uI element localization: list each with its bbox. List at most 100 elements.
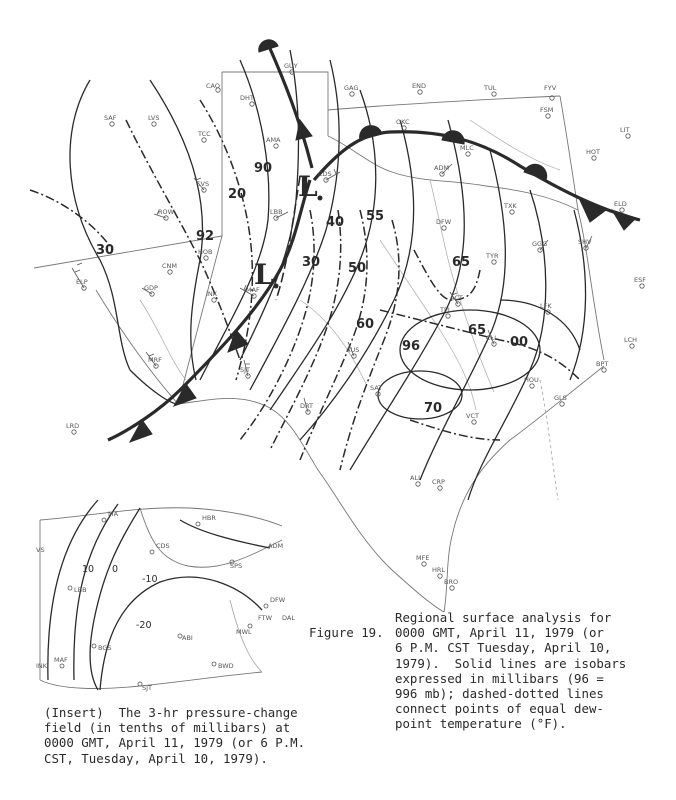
low-pressure-centers: L L [254, 170, 323, 291]
fronts [107, 39, 641, 443]
insert-station: BWD [218, 662, 234, 670]
station: TCC [197, 130, 211, 138]
dewpoint-label: 65 [452, 255, 470, 270]
station: LRD [66, 422, 79, 430]
insert-station: DAL [282, 614, 295, 622]
insert-caption: (Insert) The 3-hr pressure-change field … [44, 705, 305, 766]
insert-caption-line: (Insert) The 3-hr pressure-change [44, 705, 298, 720]
insert-station: BGS [98, 644, 112, 652]
dewpoint-label: 70 [424, 401, 442, 416]
figure-caption-line: 6 P.M. CST Tuesday, April 10, [395, 640, 612, 656]
insert-station: CDS [156, 542, 170, 550]
figure-caption-line: point temperature (°F). [395, 716, 567, 732]
isobar-labels: 90 92 96 00 [196, 161, 528, 354]
state-boundaries [33, 71, 605, 613]
station: ACT [450, 294, 463, 302]
station: GAG [344, 84, 358, 92]
isobars [69, 49, 587, 501]
insert-boundaries [39, 507, 283, 689]
dewpoint-label: 40 [326, 215, 344, 230]
station: GGG [532, 240, 547, 248]
insert-station: ABI [182, 634, 193, 642]
insert-station: HBR [202, 514, 216, 522]
station: LIT [620, 126, 630, 134]
low-center-north: L [298, 170, 318, 203]
station-ids: CAO DHT GUY GAG END TUL FYV FSM LIT HOT … [66, 62, 646, 586]
figure-caption-line: Regional surface analysis for [395, 610, 612, 625]
station: GLS [554, 394, 567, 402]
station: HRL [432, 566, 445, 574]
figure-label: Figure 19. [309, 625, 384, 640]
figure-caption-line: connect points of equal dew- [395, 701, 604, 717]
dewpoint-lines [29, 99, 581, 471]
isobar-label: 96 [402, 339, 420, 354]
dewpoint-label: 65 [468, 323, 486, 338]
insert-contour-label: 0 [112, 564, 118, 575]
station: CAO [206, 82, 220, 90]
figure-caption: Regional surface analysis for 0000 GMT, … [395, 610, 626, 732]
station: FSM [540, 106, 553, 114]
station: DFW [436, 218, 452, 226]
station: ELD [614, 200, 627, 208]
station: INK [206, 290, 218, 298]
station: ESF [634, 276, 646, 284]
station: CNM [162, 262, 177, 270]
insert-pressure-change-map: 10 0 -10 -20 MA HBR CDS ADM SPS DFW FTW … [36, 499, 295, 692]
insert-station: VS [36, 546, 45, 554]
station: ADM [434, 164, 449, 172]
isobar-label: 90 [254, 161, 272, 176]
station: SAT [370, 384, 382, 392]
dewpoint-labels: 20 30 30 40 50 55 60 65 65 70 [96, 187, 486, 416]
station: LVS [148, 114, 159, 122]
station: DHT [240, 94, 254, 102]
station: MFE [416, 554, 429, 562]
insert-station: DFW [270, 596, 286, 604]
station: END [412, 82, 426, 90]
isobar-label: 92 [196, 229, 214, 244]
insert-station: ADM [268, 542, 283, 550]
figure-caption-line: 0000 GMT, April 11, 1979 (or [395, 625, 604, 641]
insert-station: MWL [236, 628, 252, 636]
station: SJT [240, 366, 250, 374]
station: MRF [148, 356, 162, 364]
station-markers [71, 69, 645, 591]
figure-caption-line: expressed in millibars (96 = [395, 670, 604, 686]
station: AUS [346, 346, 359, 354]
figure-caption-line: 1979). Solid lines are isobars [395, 655, 627, 671]
station: GUY [284, 62, 298, 70]
station: OKC [396, 118, 410, 126]
station: BRO [444, 578, 458, 586]
low-center-south: L [254, 258, 274, 291]
station: VCT [466, 412, 479, 420]
station: BPT [596, 360, 608, 368]
figure-label-text: Figure 19. [309, 625, 384, 640]
insert-contour-label: -20 [136, 620, 152, 631]
station: HOT [586, 148, 600, 156]
station: LCH [624, 336, 637, 344]
station: GDP [144, 284, 158, 292]
insert-contours [47, 499, 271, 691]
station: AMA [266, 136, 281, 144]
insert-station: MAF [54, 656, 68, 664]
insert-station: FTW [258, 614, 273, 622]
insert-station: INK [36, 662, 48, 670]
station: FYV [544, 84, 557, 92]
insert-station: LBB [74, 586, 87, 594]
insert-contour-label: -10 [142, 574, 158, 585]
station: TUL [483, 84, 497, 92]
station: CLL [486, 334, 498, 342]
station: SHV [578, 238, 592, 246]
insert-station: MA [108, 510, 119, 518]
dewpoint-label: 30 [302, 255, 320, 270]
station: CVS [196, 180, 209, 188]
station: HOU [524, 376, 539, 384]
insert-caption-line: field (in tenths of millibars) at [44, 720, 291, 736]
station: ELP [76, 278, 88, 286]
station: ROW [158, 208, 175, 216]
insert-caption-line: CST, Tuesday, April 10, 1979). [44, 750, 268, 766]
station: HOB [198, 248, 212, 256]
insert-station: SJT [142, 684, 152, 692]
isobar-label: 00 [510, 335, 528, 350]
station: TXK [503, 202, 517, 210]
